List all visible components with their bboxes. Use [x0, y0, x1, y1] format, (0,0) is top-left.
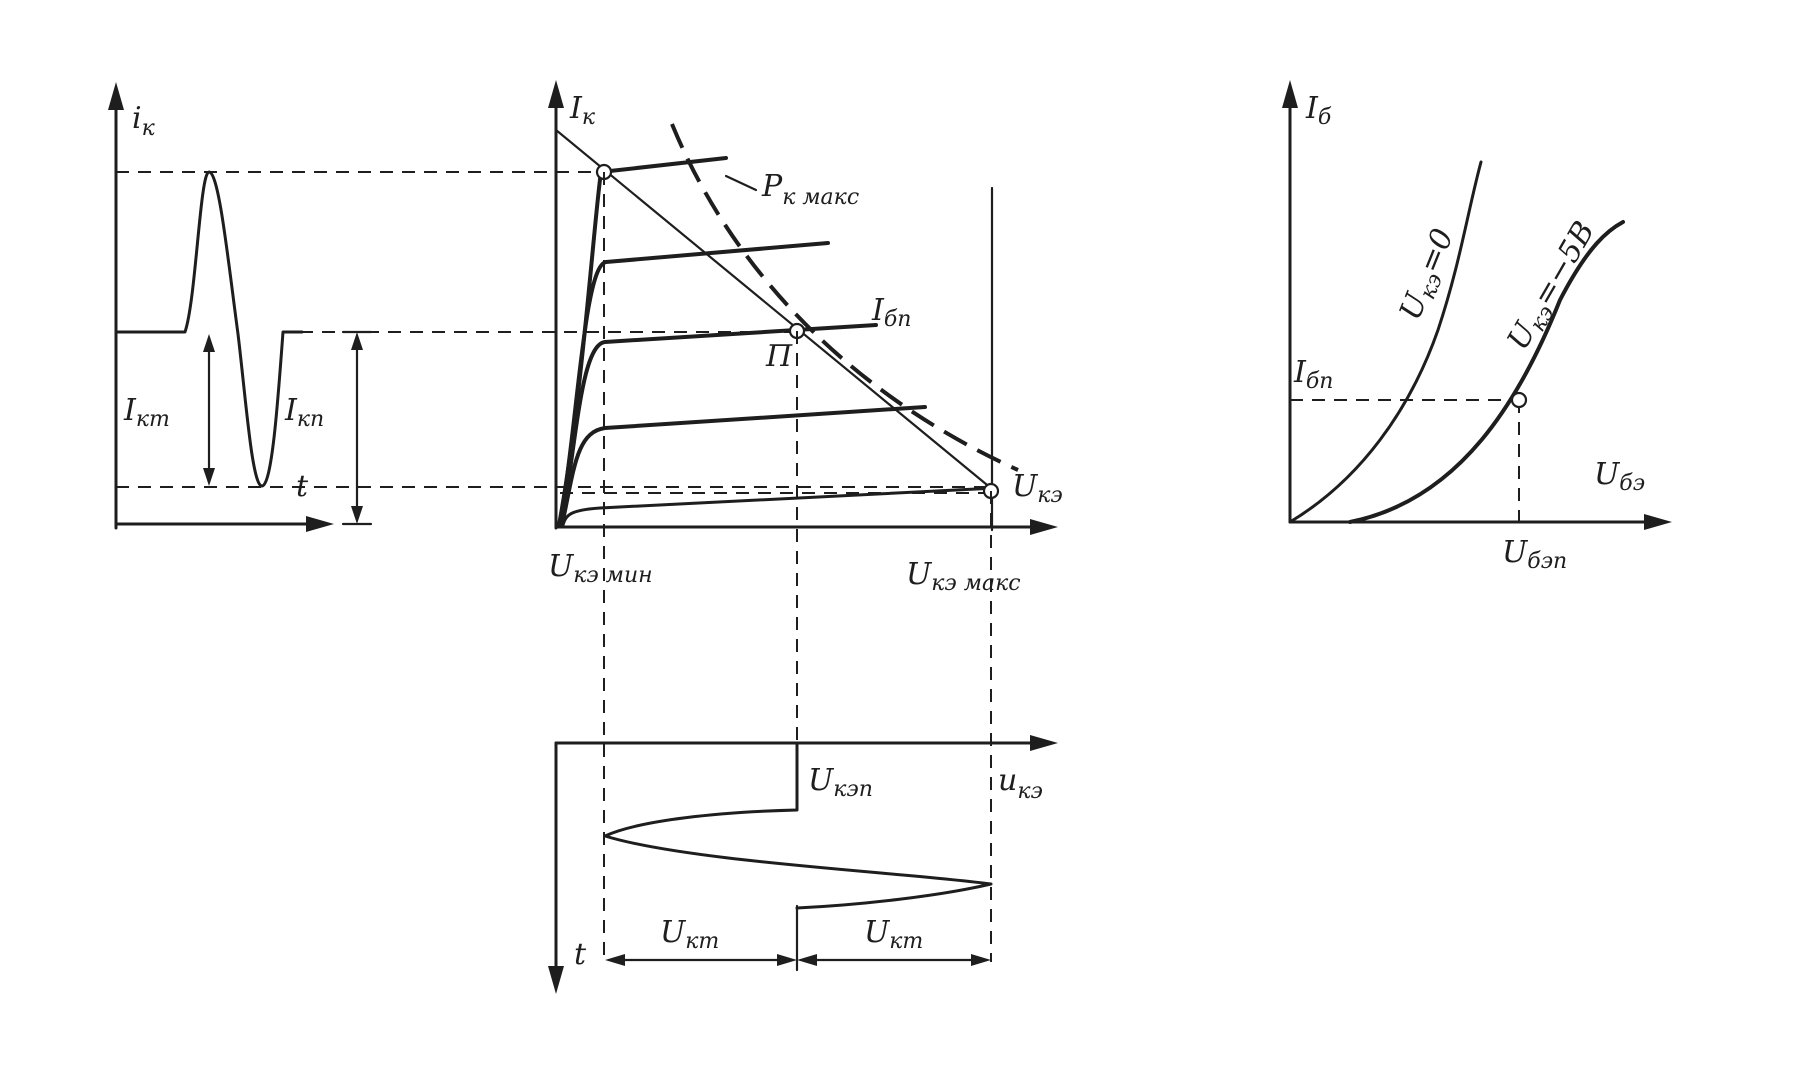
uke-lower-arrowhead	[1030, 735, 1058, 751]
uke-max-label: Uкэ макс	[906, 557, 1021, 596]
ukm-left-arrow-start	[605, 954, 625, 966]
ube-axis-label: Uбэ	[1594, 457, 1645, 496]
curve-uke-minus5-label: Uкэ=−5В	[1501, 215, 1606, 358]
ikm-label: Iкm	[123, 393, 170, 432]
ibp-curve-label: Iбп	[871, 293, 911, 332]
labels: iк Iкm Iкп t Iк Pк макс Iбп П Uкэ Uкэ ми…	[123, 91, 1645, 972]
ukm-right-label: Uкm	[864, 915, 923, 954]
ukm-left-label: Uкm	[660, 915, 719, 954]
ikm-arrow-up	[203, 334, 215, 352]
characteristic-curve-4	[560, 405, 927, 527]
point-p-label: П	[765, 339, 793, 374]
input-operating-point	[1510, 391, 1528, 409]
ukm-right-arrow-end	[971, 954, 991, 966]
collector-voltage-waveform-panel	[548, 735, 1058, 994]
ukm-right-arrow-start	[797, 954, 817, 966]
characteristic-curve-2	[558, 241, 830, 527]
ube-axis-arrowhead	[1644, 514, 1672, 530]
Ib-axis-label: Iб	[1305, 91, 1332, 130]
input-characteristics-panel	[1282, 80, 1672, 530]
t-left-label: t	[296, 469, 309, 504]
Ik-axis-arrowhead	[548, 80, 564, 108]
ubep-label: Uбэп	[1502, 535, 1567, 574]
ibp-right-label: Iбп	[1293, 355, 1333, 394]
t-lower-label: t	[574, 937, 587, 972]
ik-axis-label: iк	[132, 101, 156, 141]
uke-lower-axis-label: uкэ	[998, 763, 1043, 804]
ikp-label: Iкп	[284, 393, 324, 432]
projection-lines-vertical	[603, 172, 992, 962]
projection-lines-horizontal	[116, 171, 992, 494]
pk-max-leader	[724, 174, 758, 192]
output-characteristics-panel	[548, 80, 1058, 535]
characteristic-curve-5	[561, 486, 998, 527]
ukm-left-arrow-end	[777, 954, 797, 966]
ukep-label: Uкэп	[808, 763, 873, 802]
Ik-axis-label: Iк	[569, 91, 596, 130]
ik-axis-arrowhead	[108, 82, 124, 110]
pk-max-label: Pк макс	[761, 169, 859, 210]
load-line	[554, 128, 994, 491]
uke-waveform	[603, 743, 993, 910]
uke-axis-label: Uкэ	[1012, 469, 1063, 508]
collector-current-waveform-panel	[108, 82, 373, 532]
ikm-arrow-down	[203, 468, 215, 486]
uke-axis-arrowhead	[1030, 519, 1058, 535]
input-curve-uke-minus5	[1348, 220, 1625, 524]
Ib-axis-arrowhead	[1282, 80, 1298, 108]
input-curve-uke-0	[1288, 160, 1483, 524]
t-lower-arrowhead	[548, 966, 564, 994]
ik-waveform	[114, 170, 304, 488]
ikp-arrow-up	[351, 332, 363, 350]
uke-min-label: Uкэ мин	[548, 549, 653, 588]
ikp-arrow-down	[351, 506, 363, 524]
max-power-hyperbola	[670, 123, 1019, 472]
time-axis-arrowhead	[306, 516, 334, 532]
